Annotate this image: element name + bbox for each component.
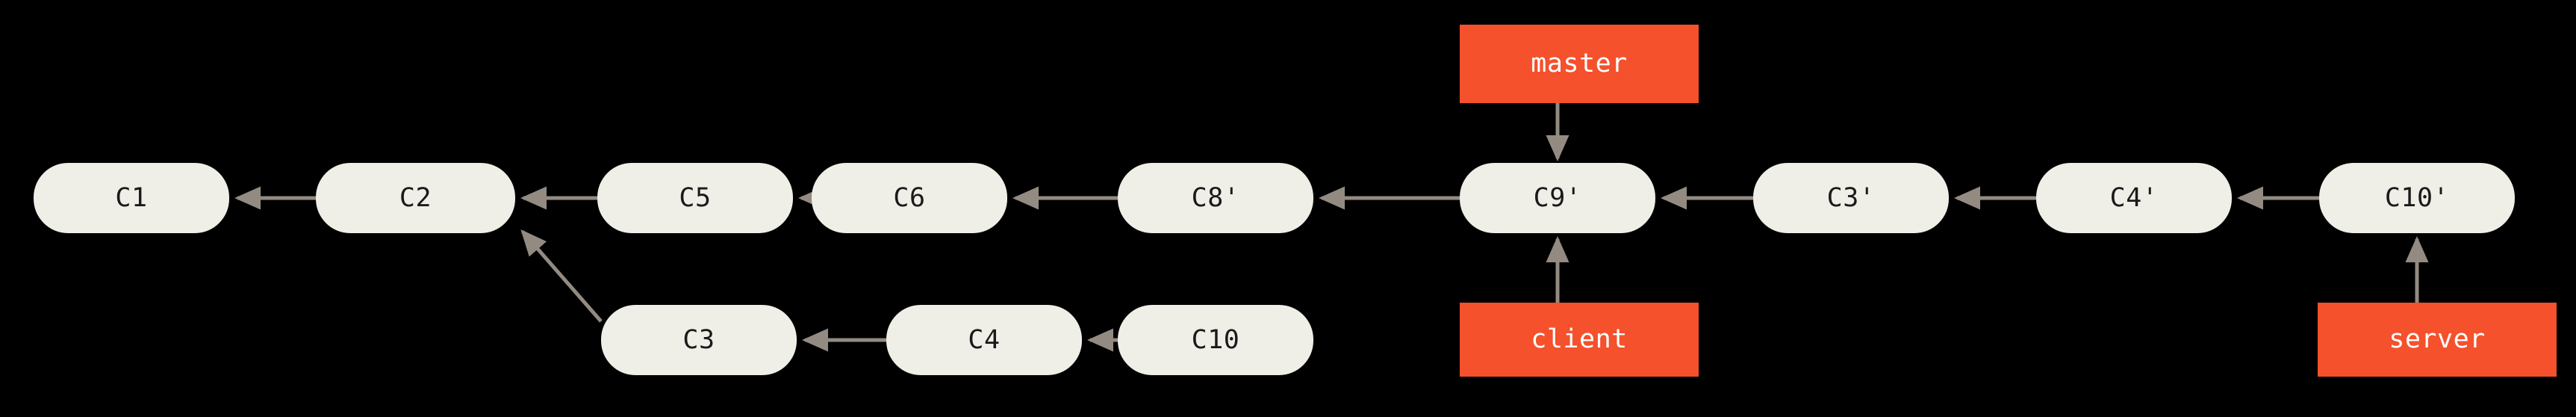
- commit-label: C3': [1826, 182, 1876, 213]
- commit-label: C3: [682, 324, 715, 355]
- commit-node-c5[interactable]: C5: [597, 163, 793, 233]
- branch-label-text: server: [2389, 324, 2486, 354]
- commit-node-c6[interactable]: C6: [812, 163, 1007, 233]
- commit-node-c10[interactable]: C10: [1118, 305, 1313, 375]
- branch-label-text: client: [1531, 324, 1628, 354]
- commit-node-c9p[interactable]: C9': [1460, 163, 1655, 233]
- edges-group: [234, 103, 2429, 352]
- commit-node-c4[interactable]: C4: [886, 305, 1082, 375]
- commit-label: C5: [679, 182, 712, 213]
- commit-node-c10p[interactable]: C10': [2319, 163, 2515, 233]
- commit-node-c2[interactable]: C2: [316, 163, 515, 233]
- commit-node-c4p[interactable]: C4': [2036, 163, 2232, 233]
- commit-label: C10': [2384, 182, 2450, 213]
- commit-node-c1[interactable]: C1: [34, 163, 229, 233]
- commit-label: C4': [2109, 182, 2159, 213]
- commit-label: C10: [1191, 324, 1240, 355]
- commit-node-c3[interactable]: C3: [601, 305, 797, 375]
- commit-label: C1: [115, 182, 148, 213]
- edge-c3-to-c2: [520, 229, 603, 323]
- commit-label: C6: [893, 182, 926, 213]
- branch-label-server[interactable]: server: [2318, 303, 2557, 377]
- branch-label-master[interactable]: master: [1460, 25, 1699, 103]
- commit-label: C8': [1191, 182, 1240, 213]
- commit-node-c3p[interactable]: C3': [1753, 163, 1949, 233]
- commit-node-c8p[interactable]: C8': [1118, 163, 1313, 233]
- branch-label-text: master: [1531, 49, 1628, 78]
- commit-label: C9': [1533, 182, 1582, 213]
- commit-label: C4: [968, 324, 1001, 355]
- commit-label: C2: [399, 182, 432, 213]
- branch-label-client[interactable]: client: [1460, 303, 1699, 377]
